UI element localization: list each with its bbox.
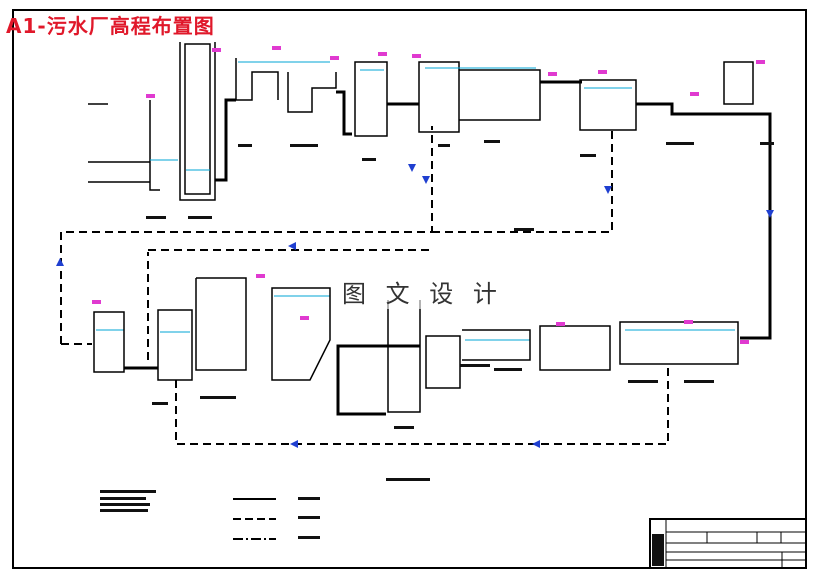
unit-name-markers xyxy=(146,140,774,481)
units-row-1 xyxy=(88,42,754,201)
sludge-route-row-1 xyxy=(60,126,613,344)
component-label-markers xyxy=(92,46,765,344)
sludge-route-row-2 xyxy=(61,252,669,445)
watermark-text: 图 文 设 计 xyxy=(338,274,507,309)
legend xyxy=(100,490,320,540)
main-pipe xyxy=(124,80,772,416)
flow-arrows xyxy=(56,164,774,448)
drawing-title: A1-污水厂高程布置图 xyxy=(6,14,215,38)
drawing-frame xyxy=(12,9,807,569)
water-levels xyxy=(96,61,735,341)
title-block xyxy=(649,518,807,569)
